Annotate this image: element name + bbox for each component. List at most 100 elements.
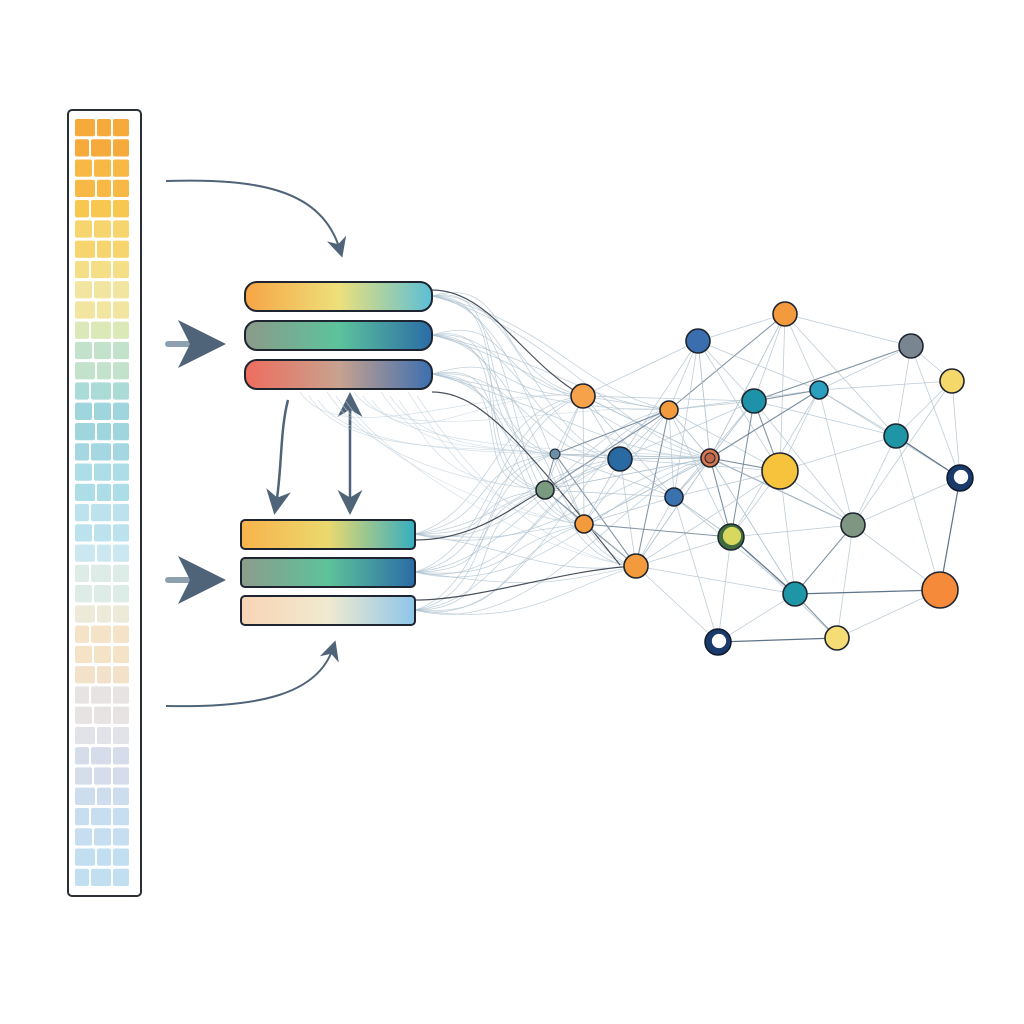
fan-line [431,373,637,567]
fan-line [414,409,670,613]
network-node [761,452,799,490]
fan-line [362,395,711,459]
network-edge [619,458,781,472]
network-edge [583,496,675,525]
token-cell [75,341,92,360]
network-node [824,625,850,651]
network-edge [779,435,897,472]
network-edge [673,400,755,498]
network-edge [619,458,637,567]
fan-line [431,373,546,491]
token-cell [113,483,129,501]
network-edge [895,380,953,437]
token-cell [94,281,111,299]
network-node [570,383,596,409]
network-edge [794,589,941,595]
network-edge [794,524,854,595]
token-cell [113,686,129,704]
network-edge [583,523,732,538]
token-cell [75,200,89,218]
token-cell [75,281,92,299]
down-arrow [266,399,291,515]
embedding-bars-upper [244,281,433,390]
network-edge [544,395,584,491]
curved-arrow-top [165,179,347,258]
fan-line-strong [431,391,621,566]
token-cell [75,625,89,643]
token-cell [91,868,111,886]
token-cell [94,524,111,542]
token-cell [113,747,129,765]
token-cell [113,706,129,724]
fan-line [431,333,556,455]
network-edge [635,457,711,567]
token-cell [94,463,111,481]
network-node-core [711,633,727,649]
token-cell [113,625,129,643]
token-cell [97,848,111,866]
fan-line [431,294,556,455]
token-cell [75,463,92,481]
token-cell [97,726,111,745]
fan-line [414,458,621,573]
curved-arrow-bottom [165,640,339,708]
fan-line [299,391,584,418]
token-cell [91,564,111,583]
network-edge [939,477,961,591]
token-cell [91,200,111,218]
network-node [883,423,909,449]
token-cell [97,422,111,441]
network-edge [895,345,912,437]
fan-line [414,453,556,535]
token-cell [75,767,92,785]
token-cell [97,179,111,198]
fan-line [414,457,711,615]
network-edge [582,395,585,525]
token-cell [113,220,129,238]
network-edge [709,457,796,595]
token-cell [75,564,89,583]
network-node-core [722,526,742,546]
token-cell [113,402,129,420]
embedding-bar [240,557,416,588]
network-node [574,514,594,534]
token-cell [75,848,95,866]
token-cell [113,362,129,380]
network-node [535,480,555,500]
token-cell [113,564,129,583]
token-cell [75,119,95,137]
token-cell [113,868,129,886]
fan-line [414,489,546,611]
network-edge [753,313,786,402]
token-cell [94,159,111,177]
token-cell [75,868,89,886]
token-cell [113,159,129,177]
network-edge [668,409,732,538]
token-cell [113,200,129,218]
embedding-bar [240,595,416,626]
network-edge [753,345,912,402]
network-edge [730,524,854,538]
network-edge [582,340,699,397]
token-cell [91,504,111,522]
fan-line [414,457,711,541]
fan-line-strong [414,489,546,541]
fan-line [407,391,585,525]
network-edge [554,453,711,459]
network-node [921,571,959,609]
token-cell [91,260,111,279]
fan-line [431,334,585,525]
token-cell [94,828,111,846]
fan-line [431,329,584,397]
token-cell [75,605,95,623]
network-edge [852,380,953,526]
fan-line [416,395,637,567]
embedding-bar [244,320,433,351]
network-edge [779,313,786,472]
network-edge [709,389,820,459]
network-node [623,553,649,579]
token-cell [97,119,111,137]
token-cell [113,848,129,866]
network-edge [730,536,796,595]
embedding-bar [240,519,416,550]
